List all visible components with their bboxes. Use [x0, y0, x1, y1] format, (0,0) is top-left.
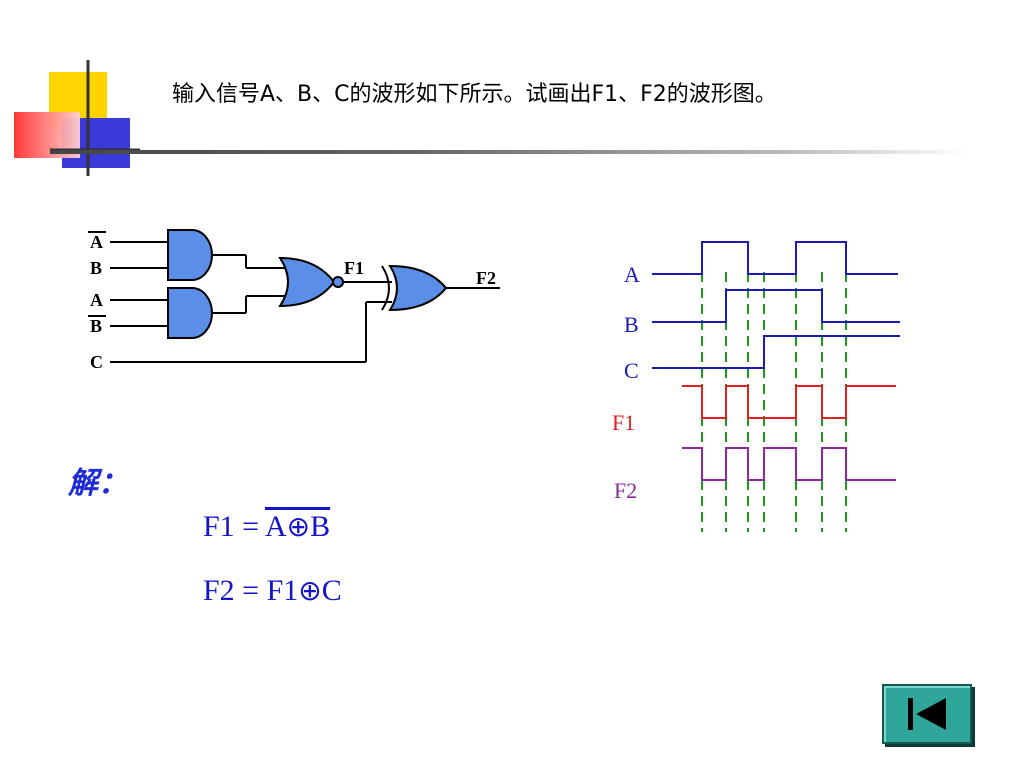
waveform-f1 — [682, 385, 896, 419]
eq1-a: A — [264, 510, 287, 543]
back-to-start-button[interactable] — [882, 684, 972, 744]
waveform-a — [652, 241, 898, 275]
xor-symbol: ⊕ — [286, 510, 311, 543]
eq2-c: C — [321, 574, 342, 607]
wave-label-c: C — [624, 358, 639, 383]
equation-f1: F1 = A⊕B — [203, 510, 330, 544]
wave-label-a: A — [624, 262, 640, 287]
wave-label-f2: F2 — [614, 478, 637, 503]
eq1-rhs: A⊕B — [265, 510, 330, 543]
output-f1: F1 — [344, 258, 364, 278]
xor-gate — [388, 264, 448, 312]
wave-label-f1: F1 — [612, 410, 635, 435]
skip-back-icon — [908, 698, 946, 730]
wave-label-b: B — [624, 312, 639, 337]
input-a-bar: A — [90, 232, 103, 252]
solution-label: 解： — [68, 466, 128, 501]
output-f2: F2 — [476, 268, 496, 288]
xor-symbol-2: ⊕ — [298, 574, 322, 607]
timing-diagram: A B C F1 F2 — [612, 241, 900, 532]
waveform-b — [652, 289, 900, 323]
nor-gate — [278, 256, 336, 308]
input-b-bar: B — [90, 316, 102, 336]
and-gate-2 — [167, 287, 213, 339]
equation-f2: F2 = F1⊕C — [203, 574, 342, 608]
eq2-lhs: F2 = F1 — [203, 574, 299, 607]
corner-decoration-graphic — [14, 60, 140, 176]
logic-circuit: A B A B C F1 F2 — [88, 229, 500, 372]
nor-bubble — [332, 276, 344, 288]
eq1-b: B — [310, 510, 331, 543]
eq1-lhs: F1 = — [203, 510, 265, 543]
input-b: B — [90, 258, 102, 278]
waveform-f2 — [682, 447, 896, 481]
page-title: 输入信号A、B、C的波形如下所示。试画出F1、F2的波形图。 — [172, 82, 777, 107]
input-a: A — [90, 290, 103, 310]
input-c: C — [90, 352, 103, 372]
and-gate-1 — [167, 229, 213, 281]
waveform-c — [652, 335, 900, 369]
title-divider — [50, 150, 970, 154]
